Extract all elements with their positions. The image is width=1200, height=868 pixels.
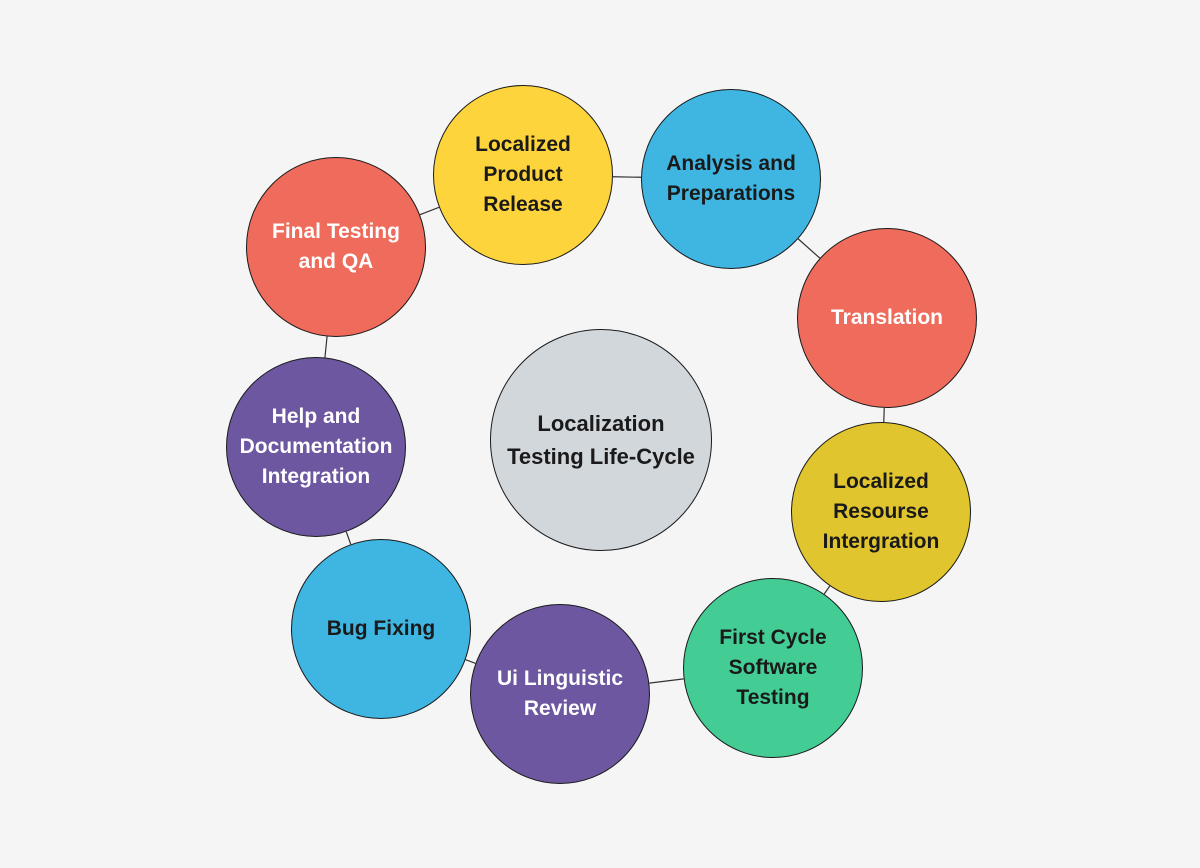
connector-line-4	[649, 678, 684, 684]
connector-line-1	[797, 238, 821, 259]
connector-line-3	[823, 585, 831, 595]
stage-bug-fixing: Bug Fixing	[291, 539, 471, 719]
stage-label: Ui Linguistic Review	[497, 667, 623, 720]
stage-localized-resource-integration: Localized Resourse Intergration	[791, 422, 971, 602]
stage-label: Localized Resourse Intergration	[822, 470, 940, 553]
stage-label: Localized Product Release	[475, 133, 571, 216]
stage-localized-product-release: Localized Product Release	[433, 85, 613, 265]
center-hub: Localization Testing Life-Cycle	[490, 329, 712, 551]
stage-final-testing-qa: Final Testing and QA	[246, 157, 426, 337]
stage-label: Help and Documentation Integration	[239, 405, 393, 488]
stage-label: Final Testing and QA	[272, 220, 400, 273]
connector-line-6	[345, 531, 352, 545]
stage-ui-linguistic-review: Ui Linguistic Review	[470, 604, 650, 784]
stage-label: Analysis and Preparations	[666, 152, 796, 205]
stage-first-cycle-software-testing: First Cycle Software Testing	[683, 578, 863, 758]
stage-translation: Translation	[797, 228, 977, 408]
stage-analysis-preparations: Analysis and Preparations	[641, 89, 821, 269]
stage-label: First Cycle Software Testing	[719, 626, 827, 709]
connector-line-7	[324, 336, 328, 358]
connector-line-5	[465, 659, 476, 664]
stage-help-documentation-integration: Help and Documentation Integration	[226, 357, 406, 537]
connector-line-0	[612, 176, 642, 178]
stage-label: Translation	[830, 306, 944, 329]
center-title: Localization Testing Life-Cycle	[507, 411, 695, 469]
connector-line-8	[419, 206, 440, 216]
stage-label: Bug Fixing	[326, 617, 436, 640]
